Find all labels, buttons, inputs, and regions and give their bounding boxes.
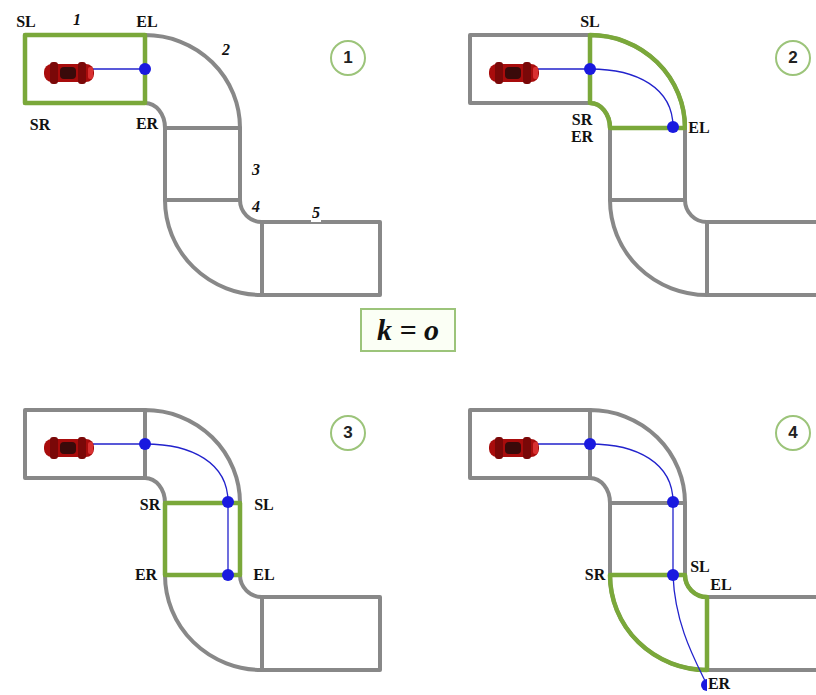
waypoint-dot — [584, 63, 596, 75]
boundary-label: EL — [687, 119, 710, 137]
car-icon — [44, 62, 94, 84]
active-segment — [165, 503, 240, 575]
boundary-label: SR — [584, 566, 606, 584]
road-panel — [470, 35, 816, 295]
road-segment — [165, 128, 240, 200]
car-cabin — [505, 442, 521, 454]
car-hood — [88, 442, 93, 454]
road-segment — [165, 503, 240, 575]
boundary-label: SL — [579, 13, 601, 31]
boundary-label: EL — [709, 576, 732, 594]
waypoint-dot — [667, 496, 679, 508]
car-icon — [489, 437, 539, 459]
road-panel — [25, 410, 380, 670]
car-cabin — [60, 442, 76, 454]
car-icon — [489, 62, 539, 84]
trajectory — [515, 69, 673, 127]
road-segment — [707, 597, 816, 670]
parameter-text: k = o — [377, 313, 439, 347]
car-wheels — [78, 437, 86, 459]
road-segment — [25, 35, 145, 103]
road-segment — [707, 222, 816, 295]
panel-number-circle: 1 — [330, 40, 366, 76]
active-segment — [590, 35, 685, 128]
road-segment — [262, 597, 380, 670]
car-wheels — [50, 437, 58, 459]
car-hood — [88, 67, 93, 79]
boundary-label: EL — [252, 566, 275, 584]
waypoint-dot — [222, 496, 234, 508]
road-segment — [262, 222, 380, 295]
panel-number: 3 — [343, 423, 352, 443]
trajectory — [515, 444, 707, 685]
segment-number: 1 — [72, 11, 82, 29]
panel-number-circle: 2 — [775, 40, 811, 76]
panel-number-circle: 3 — [330, 415, 366, 451]
car-icon — [44, 437, 94, 459]
boundary-label: ER — [570, 128, 594, 146]
road-segment — [165, 575, 262, 670]
waypoint-dot — [139, 63, 151, 75]
boundary-label: ER — [707, 675, 731, 693]
boundary-label: SR — [29, 116, 51, 134]
active-segment — [25, 35, 145, 103]
car-wheels — [495, 62, 503, 84]
panel-number-circle: 4 — [775, 415, 811, 451]
waypoint-dot — [667, 121, 679, 133]
car-wheels — [78, 62, 86, 84]
waypoint-dot — [222, 569, 234, 581]
boundary-label: SR — [571, 111, 593, 129]
car-hood — [533, 67, 538, 79]
boundary-label: SR — [139, 496, 161, 514]
segment-number: 5 — [311, 204, 321, 222]
car-wheels — [523, 62, 531, 84]
boundary-label: SL — [15, 13, 37, 31]
road-segment — [145, 35, 240, 128]
road-segment — [590, 410, 685, 503]
boundary-label: SL — [253, 496, 275, 514]
road-segment — [165, 200, 262, 295]
segment-number: 2 — [221, 41, 231, 59]
car-cabin — [60, 67, 76, 79]
segment-number: 4 — [251, 198, 261, 216]
parameter-box: k = o — [360, 308, 456, 352]
road-segment — [610, 503, 685, 575]
boundary-label: ER — [135, 115, 159, 133]
car-cabin — [505, 67, 521, 79]
waypoint-dot — [584, 438, 596, 450]
car-hood — [533, 442, 538, 454]
trajectory — [70, 444, 228, 575]
car-wheels — [495, 437, 503, 459]
road-segment — [610, 200, 707, 295]
road-panel — [25, 35, 380, 295]
road-panel — [470, 410, 816, 691]
car-wheels — [50, 62, 58, 84]
road-segment — [610, 128, 685, 200]
boundary-label: ER — [134, 566, 158, 584]
panel-number: 1 — [343, 48, 352, 68]
car-wheels — [523, 437, 531, 459]
segment-number: 3 — [251, 161, 261, 179]
road-segment — [590, 35, 685, 128]
waypoint-dot — [667, 569, 679, 581]
panel-number: 4 — [788, 423, 797, 443]
waypoint-dot — [139, 438, 151, 450]
road-segment — [145, 410, 240, 503]
boundary-label: SL — [689, 558, 711, 576]
panel-number: 2 — [788, 48, 797, 68]
boundary-label: EL — [135, 13, 158, 31]
